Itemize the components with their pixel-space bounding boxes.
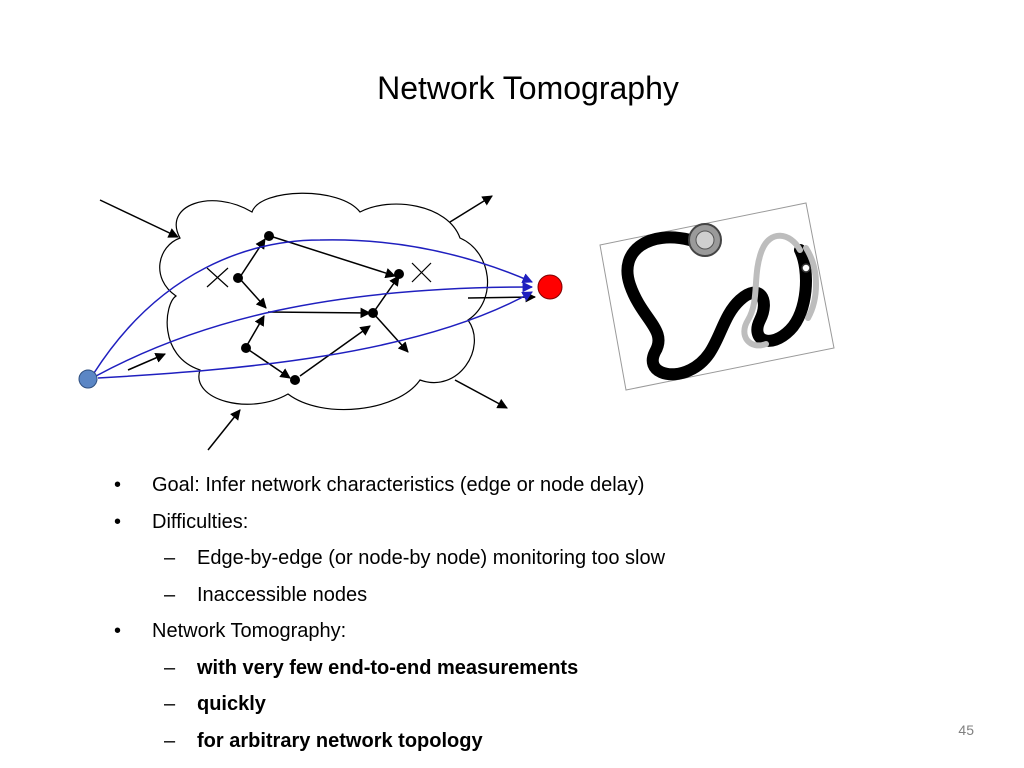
internal-node: [290, 375, 300, 385]
page-number: 45: [958, 722, 974, 738]
edge: [269, 235, 397, 279]
probe-path: [95, 281, 534, 377]
bullet-text: Goal: Infer network characteristics (edg…: [152, 474, 645, 496]
bullet-marker: •: [114, 510, 122, 533]
dash-marker: –: [164, 693, 176, 715]
slide-title: Network Tomography: [377, 70, 679, 106]
bullet-text: with very few end-to-end measurements: [197, 656, 579, 679]
bullet-text: quickly: [197, 693, 266, 715]
internal-node: [368, 308, 378, 318]
sub-bullet-item: –for arbitrary network topology: [110, 726, 930, 763]
source-node: [78, 369, 98, 389]
bullet-item: • Difficulties:: [110, 507, 930, 544]
destination-node: [537, 274, 563, 300]
edge: [372, 312, 409, 353]
external-arrow: [99, 199, 179, 238]
internal-node: [241, 343, 251, 353]
dash-marker: –: [164, 729, 176, 752]
dash-marker: –: [164, 656, 176, 679]
sub-bullet-item: –quickly: [110, 689, 930, 726]
sub-bullet-item: –with very few end-to-end measurements: [110, 653, 930, 690]
internal-node: [233, 273, 243, 283]
bullet-marker: •: [114, 474, 122, 496]
external-arrow: [207, 409, 241, 451]
edge: [239, 278, 267, 309]
internal-node: [394, 269, 404, 279]
external-arrow: [449, 195, 493, 223]
dash-marker: –: [164, 583, 176, 606]
inaccessible-mark: [411, 262, 432, 283]
bullet-text: Network Tomography:: [152, 620, 347, 642]
edge: [245, 315, 265, 348]
bullet-item: • Goal: Infer network characteristics (ed…: [110, 470, 930, 507]
bullet-marker: •: [114, 620, 122, 642]
bullet-list: • Goal: Infer network characteristics (ed…: [110, 470, 930, 762]
probe-path: [97, 291, 533, 379]
edge: [299, 325, 371, 377]
inaccessible-mark: [206, 267, 229, 288]
bullet-text: for arbitrary network topology: [197, 729, 483, 752]
external-arrow: [454, 379, 508, 409]
stethoscope-icon: [599, 202, 835, 391]
edge: [245, 347, 291, 379]
sub-bullet-item: –Edge-by-edge (or node-by node) monitori…: [110, 543, 930, 580]
bullet-item: • Network Tomography:: [110, 616, 930, 653]
bullet-text: Difficulties:: [152, 510, 249, 533]
sub-bullet-item: –Inaccessible nodes: [110, 580, 930, 617]
external-arrow: [127, 352, 166, 371]
dash-marker: –: [164, 547, 176, 569]
bullet-text: Edge-by-edge (or node-by node) monitorin…: [197, 547, 666, 569]
edge: [267, 307, 372, 319]
external-arrow: [467, 291, 537, 303]
edge: [239, 238, 266, 278]
network-diagram: [78, 192, 835, 451]
probe-path: [93, 239, 533, 374]
internal-node: [264, 231, 274, 241]
bullet-text: Inaccessible nodes: [197, 583, 368, 606]
